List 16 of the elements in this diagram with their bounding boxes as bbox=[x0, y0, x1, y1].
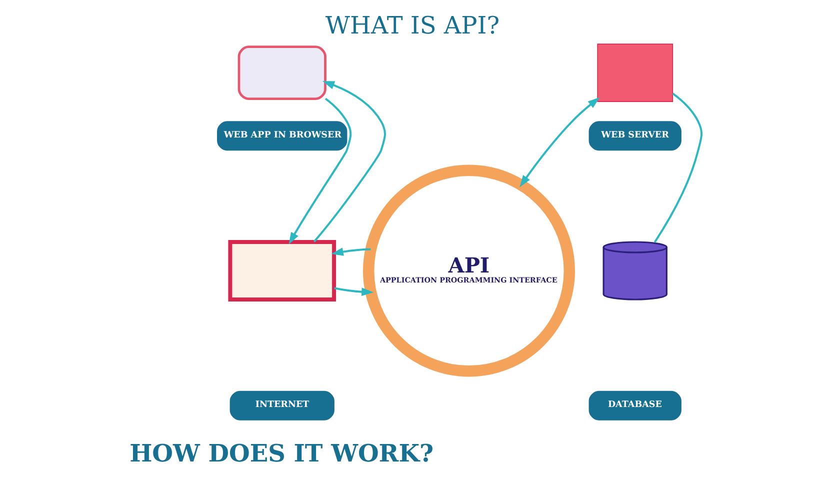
node-box bbox=[596, 44, 673, 102]
node-box bbox=[228, 240, 336, 302]
arrow bbox=[334, 287, 374, 296]
arrow bbox=[288, 98, 352, 244]
node-box: WEB SERVER bbox=[588, 121, 681, 151]
diagram-title: WHAT IS API? bbox=[324, 12, 500, 40]
node-circle: API APPLICATION PROGRAMMING INTERFACE bbox=[362, 164, 574, 377]
node-box: INTERNET bbox=[229, 390, 334, 420]
node-box: DATABASE bbox=[588, 390, 681, 420]
arrow bbox=[312, 81, 386, 242]
node-box bbox=[237, 46, 326, 100]
connector bbox=[653, 92, 702, 243]
caption: HOW DOES IT WORK? bbox=[129, 440, 434, 468]
arrow bbox=[330, 248, 370, 256]
node-box: WEB APP IN BROWSER bbox=[216, 121, 347, 151]
arrow bbox=[519, 97, 600, 188]
